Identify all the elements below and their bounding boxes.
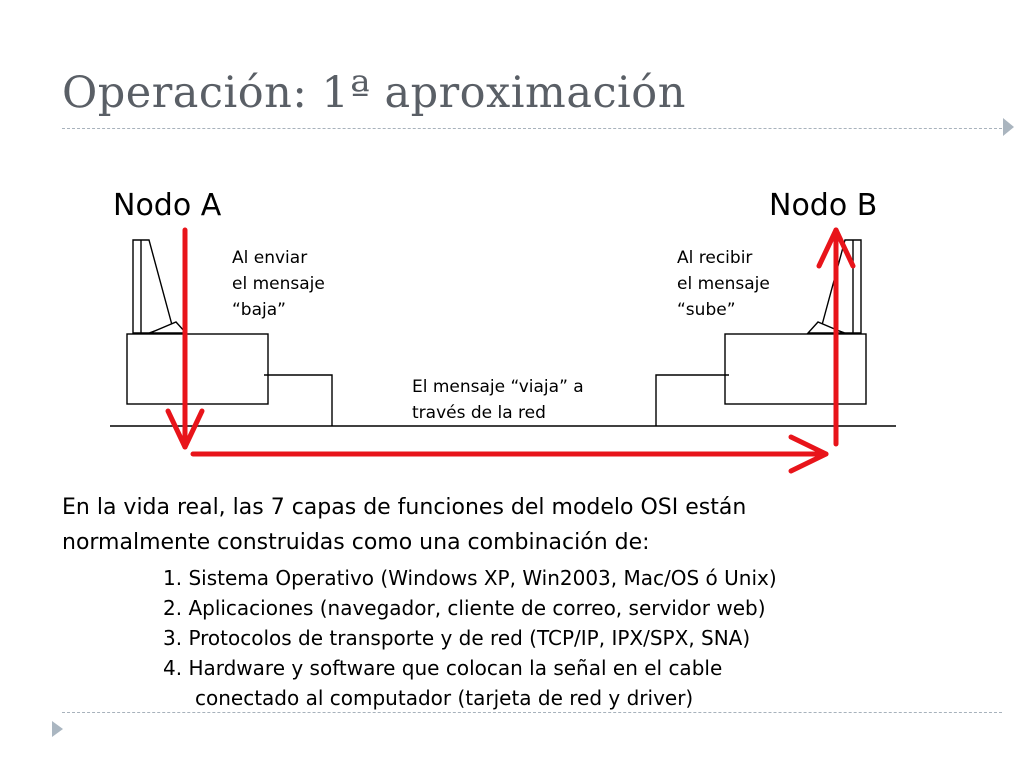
node-b-label: Nodo B (769, 188, 878, 223)
body-paragraph: En la vida real, las 7 capas de funcione… (62, 490, 746, 560)
list-item: 1. Sistema Operativo (Windows XP, Win200… (163, 566, 777, 590)
list-item-continuation: conectado al computador (tarjeta de red … (195, 686, 694, 710)
network-note: El mensaje “viaja” a través de la red (412, 374, 584, 426)
bullet-marker (52, 721, 63, 737)
footer-divider (62, 712, 1002, 713)
receive-note-line: “sube” (677, 300, 736, 320)
send-note: Al enviar el mensaje “baja” (232, 245, 325, 323)
computer-b-icon (655, 239, 867, 426)
receive-note-line: el mensaje (677, 274, 770, 294)
send-down-arrow (165, 227, 205, 450)
receive-up-arrow (816, 227, 856, 447)
computer-a-icon (126, 239, 333, 426)
slide-title: Operación: 1ª aproximación (62, 68, 686, 118)
send-note-line: “baja” (232, 300, 286, 320)
network-travel-arrow (190, 434, 829, 474)
network-note-line: través de la red (412, 403, 546, 423)
send-note-line: Al enviar (232, 248, 308, 268)
receive-note-line: Al recibir (677, 248, 753, 268)
osi-combination-list: 1. Sistema Operativo (Windows XP, Win200… (163, 563, 777, 713)
network-note-line: El mensaje “viaja” a (412, 377, 584, 397)
receive-note: Al recibir el mensaje “sube” (677, 245, 770, 323)
body-paragraph-line: normalmente construidas como una combina… (62, 530, 650, 555)
send-note-line: el mensaje (232, 274, 325, 294)
list-item: 4. Hardware y software que colocan la se… (163, 656, 723, 680)
list-item: 3. Protocolos de transporte y de red (TC… (163, 626, 751, 650)
title-corner-marker (1003, 118, 1014, 136)
list-item: 2. Aplicaciones (navegador, cliente de c… (163, 596, 766, 620)
title-divider (62, 128, 1002, 129)
node-a-label: Nodo A (113, 188, 222, 223)
body-paragraph-line: En la vida real, las 7 capas de funcione… (62, 495, 747, 520)
